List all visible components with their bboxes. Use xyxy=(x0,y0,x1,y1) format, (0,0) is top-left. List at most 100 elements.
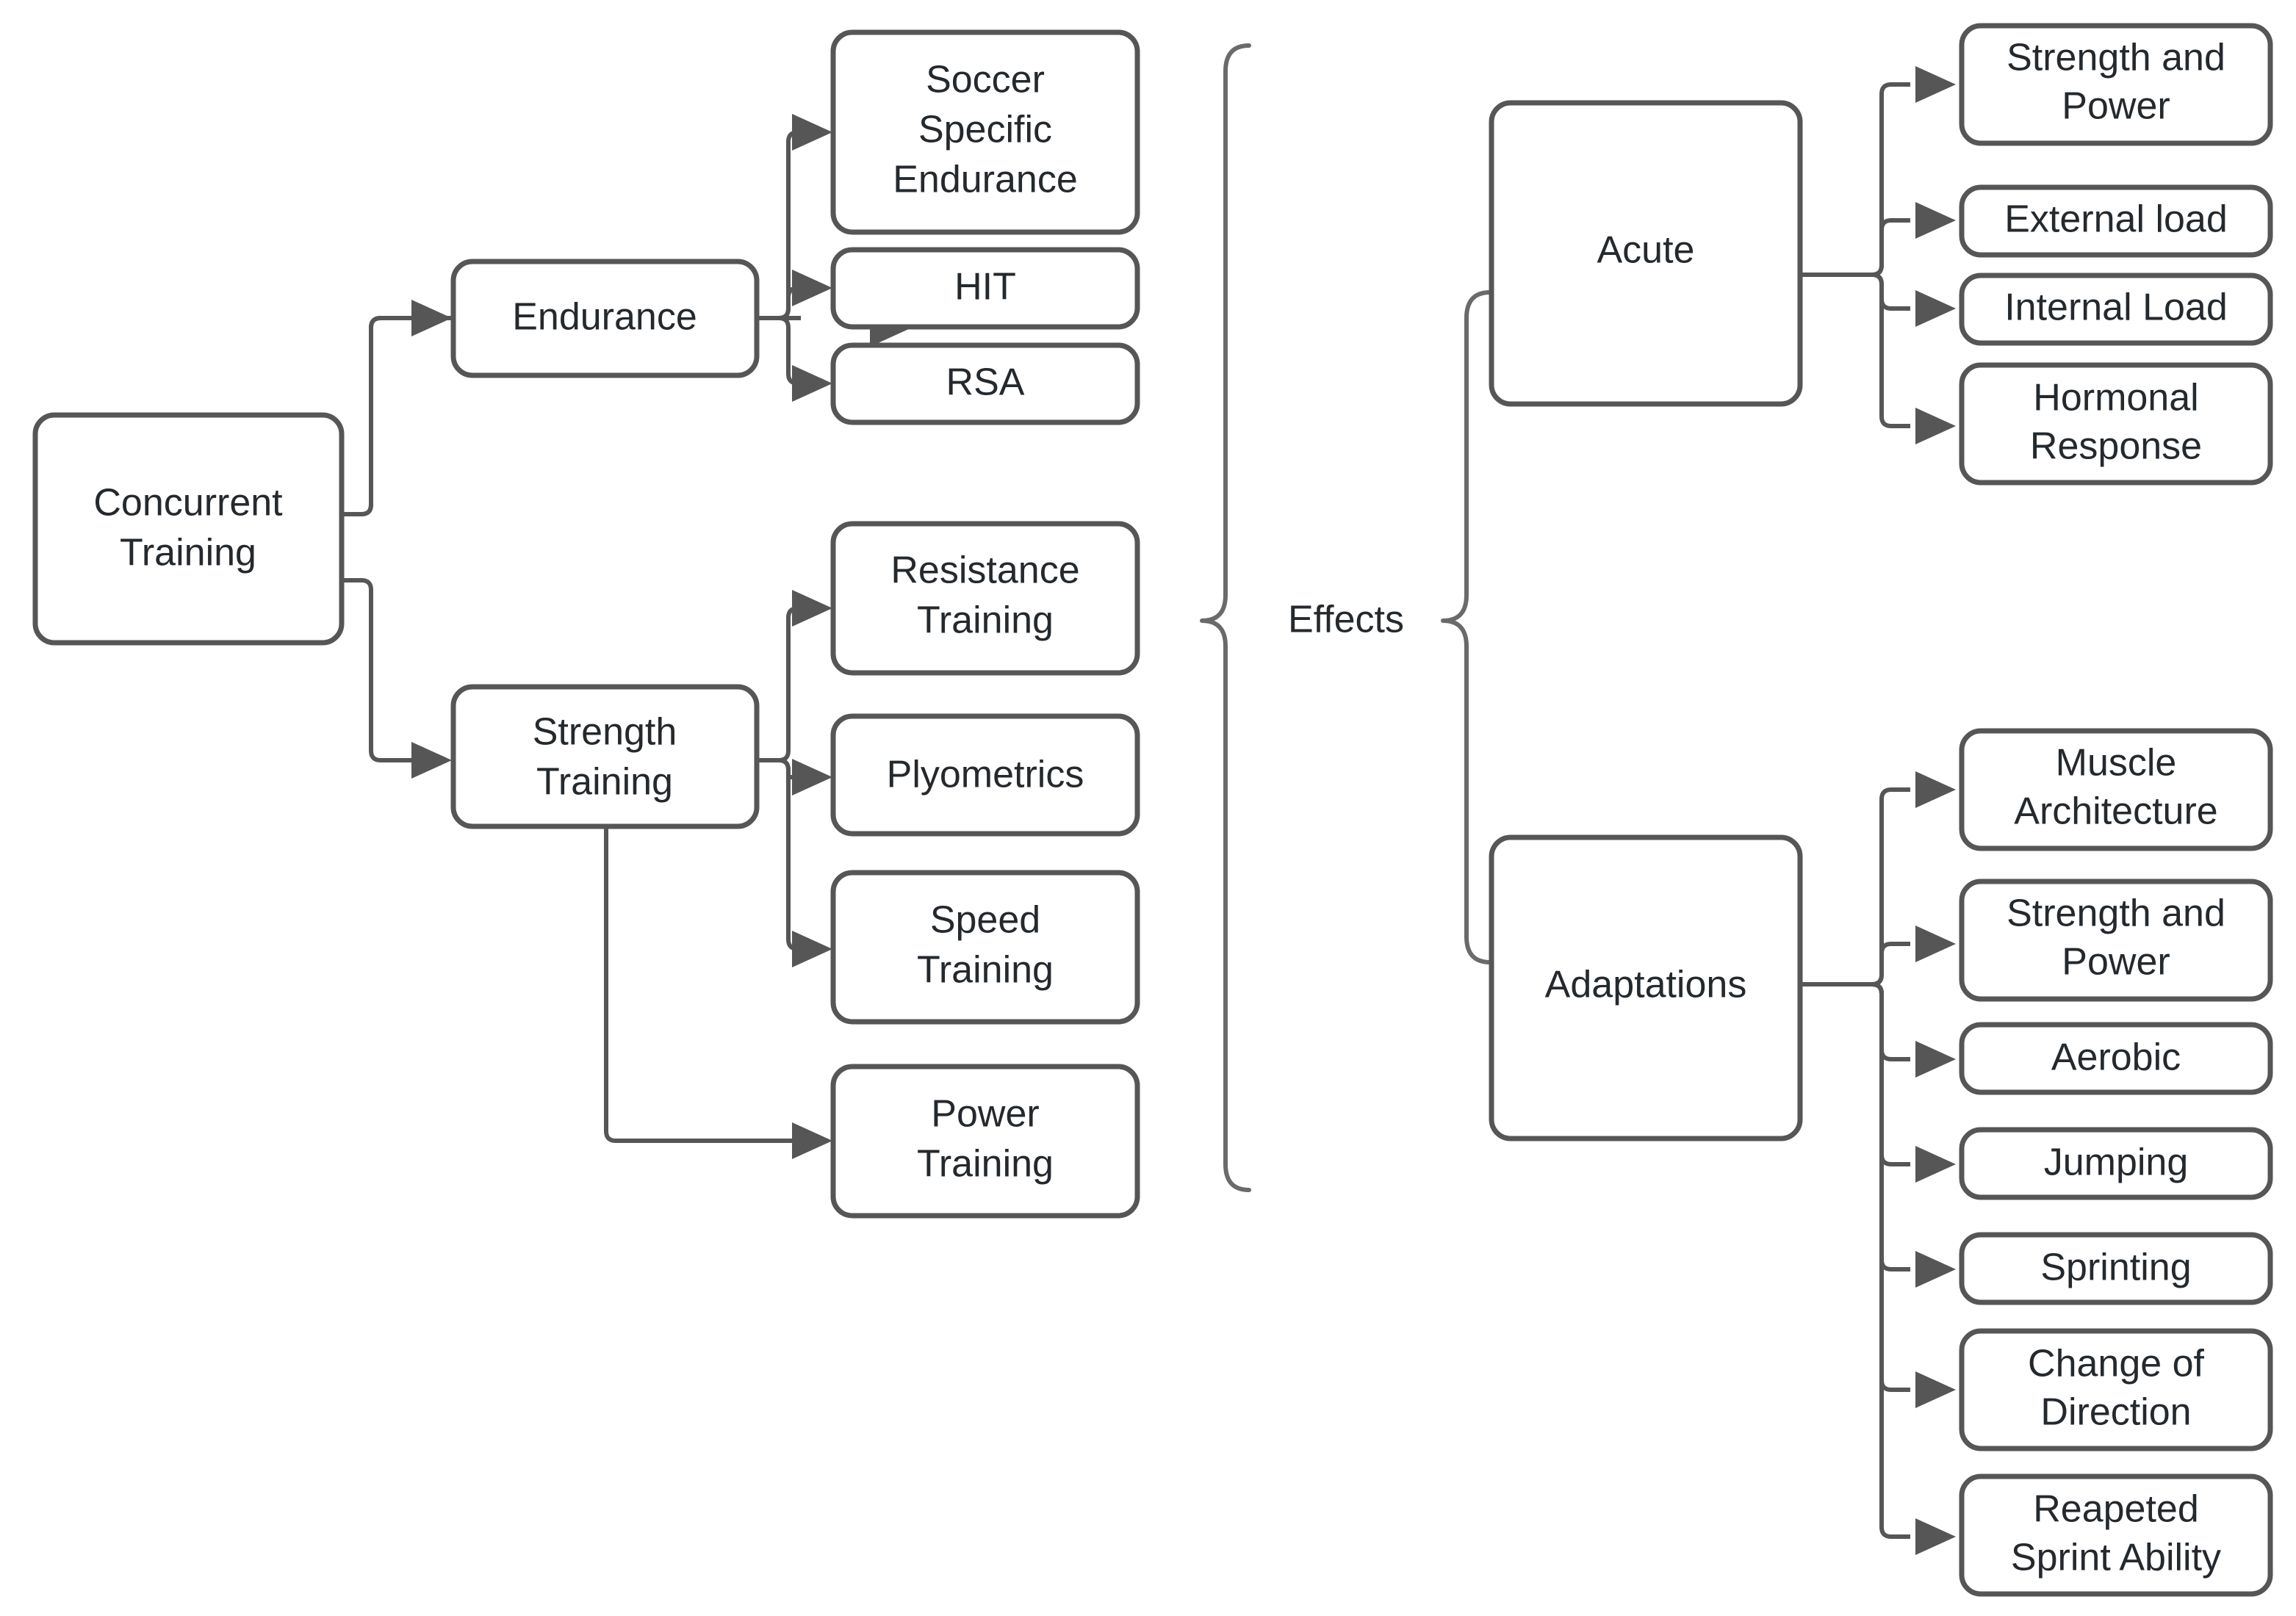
node-resistance-training-rect[interactable] xyxy=(830,521,1140,676)
node-jumping-label: Jumping xyxy=(2044,1141,2189,1184)
node-hormonal-response-rect[interactable] xyxy=(1959,362,2273,486)
node-hit[interactable]: HIT xyxy=(830,247,1140,330)
node-acute-strength-and-power-rect[interactable] xyxy=(1959,23,2273,146)
arrowhead-strength-to-plyometrics xyxy=(792,759,832,796)
arrowhead-adapt-to-aerobic xyxy=(1915,1041,1956,1078)
node-acute-rect[interactable] xyxy=(1489,100,1803,407)
node-repeated-sprint-ability-rect[interactable] xyxy=(1959,1473,2273,1597)
arrowhead-adapt-to-sprinting xyxy=(1915,1251,1956,1288)
node-hormonal-response-line1: Hormonal xyxy=(2033,377,2198,419)
node-power-training-rect[interactable] xyxy=(830,1064,1140,1219)
node-internal-load-rect[interactable] xyxy=(1959,273,2273,346)
node-external-load[interactable]: External load xyxy=(1959,184,2273,258)
node-strength-training-line2: Training xyxy=(536,761,673,804)
arrowhead-strength-to-resistance xyxy=(792,590,832,627)
arrowhead-strength-to-speed xyxy=(792,931,832,967)
node-muscle-architecture-rect[interactable] xyxy=(1959,728,2273,851)
node-endurance-rect[interactable] xyxy=(450,259,760,378)
arrowhead-endurance-to-hit xyxy=(792,270,832,306)
node-rsa-rect[interactable] xyxy=(830,342,1140,425)
node-speed-training-line1: Speed xyxy=(930,899,1040,942)
node-muscle-architecture-line2: Architecture xyxy=(2014,790,2217,833)
node-sprinting[interactable]: Sprinting xyxy=(1959,1232,2273,1305)
node-plyometrics-rect[interactable] xyxy=(830,713,1140,837)
node-rsa-label: RSA xyxy=(946,361,1025,404)
node-repeated-sprint-ability[interactable]: Reapeted Sprint Ability xyxy=(1959,1473,2273,1597)
node-adapt-strength-and-power[interactable]: Strength and Power xyxy=(1959,879,2273,1002)
node-power-training-line1: Power xyxy=(931,1093,1039,1136)
node-concurrent-training[interactable]: Concurrent Training xyxy=(32,412,345,646)
node-aerobic-label: Aerobic xyxy=(2051,1036,2181,1079)
node-speed-training-rect[interactable] xyxy=(830,870,1140,1025)
node-hit-rect[interactable] xyxy=(830,247,1140,330)
node-resistance-training-line1: Resistance xyxy=(890,549,1079,592)
node-sprinting-rect[interactable] xyxy=(1959,1232,2273,1305)
arrowhead-acute-to-external-load xyxy=(1915,202,1956,239)
node-internal-load-label: Internal Load xyxy=(2004,286,2228,329)
node-power-training[interactable]: Power Training xyxy=(830,1064,1140,1219)
node-change-of-direction-rect[interactable] xyxy=(1959,1328,2273,1451)
node-strength-training-line1: Strength xyxy=(533,711,677,754)
edge-strength-to-power xyxy=(604,826,801,1143)
node-sprinting-label: Sprinting xyxy=(2040,1247,2191,1289)
node-soccer-specific-endurance-line3: Endurance xyxy=(893,159,1078,201)
node-aerobic-rect[interactable] xyxy=(1959,1022,2273,1095)
arrowhead-adapt-to-jumping xyxy=(1915,1146,1956,1183)
node-internal-load[interactable]: Internal Load xyxy=(1959,273,2273,346)
edge-adapt-to-repeated-sprint-ability xyxy=(1871,982,1910,1539)
arrowhead-adapt-to-muscle-architecture xyxy=(1915,771,1956,808)
node-muscle-architecture[interactable]: Muscle Architecture xyxy=(1959,728,2273,851)
node-soccer-specific-endurance-line2: Specific xyxy=(918,109,1052,151)
node-change-of-direction-line1: Change of xyxy=(2028,1343,2205,1385)
node-endurance-label: Endurance xyxy=(512,296,697,339)
node-aerobic[interactable]: Aerobic xyxy=(1959,1022,2273,1095)
node-soccer-specific-endurance[interactable]: Soccer Specific Endurance xyxy=(830,29,1140,235)
node-adaptations-rect[interactable] xyxy=(1489,834,1803,1141)
right-brace xyxy=(1441,290,1492,964)
node-concurrent-training-rect[interactable] xyxy=(32,412,345,646)
effects-label: Effects xyxy=(1288,599,1404,641)
node-acute[interactable]: Acute xyxy=(1489,100,1803,407)
node-resistance-training[interactable]: Resistance Training xyxy=(830,521,1140,676)
arrowhead-endurance-to-rsa xyxy=(792,365,832,402)
node-change-of-direction-line2: Direction xyxy=(2040,1391,2191,1434)
node-strength-training[interactable]: Strength Training xyxy=(450,684,760,829)
arrowhead-root-to-endurance xyxy=(411,300,452,336)
node-jumping[interactable]: Jumping xyxy=(1959,1127,2273,1200)
node-soccer-specific-endurance-rect[interactable] xyxy=(830,29,1140,235)
node-adapt-strength-and-power-line2: Power xyxy=(2062,941,2170,984)
arrowhead-adapt-to-strength-power xyxy=(1915,926,1956,962)
node-external-load-rect[interactable] xyxy=(1959,184,2273,258)
node-rsa[interactable]: RSA xyxy=(830,342,1140,425)
node-plyometrics[interactable]: Plyometrics xyxy=(830,713,1140,837)
node-repeated-sprint-ability-line2: Sprint Ability xyxy=(2011,1537,2221,1579)
node-acute-strength-and-power[interactable]: Strength and Power xyxy=(1959,23,2273,146)
node-hormonal-response[interactable]: Hormonal Response xyxy=(1959,362,2273,486)
node-power-training-line2: Training xyxy=(917,1143,1054,1186)
node-endurance[interactable]: Endurance xyxy=(450,259,760,378)
arrowhead-adapt-to-repeated-sprint-ability xyxy=(1915,1518,1956,1555)
node-speed-training-line2: Training xyxy=(917,949,1054,992)
node-speed-training[interactable]: Speed Training xyxy=(830,870,1140,1025)
node-acute-strength-and-power-line2: Power xyxy=(2062,85,2170,128)
node-adapt-strength-and-power-rect[interactable] xyxy=(1959,879,2273,1002)
node-repeated-sprint-ability-line1: Reapeted xyxy=(2033,1488,2199,1531)
arrowhead-acute-to-hormonal-response xyxy=(1915,408,1956,444)
node-acute-strength-and-power-line1: Strength and xyxy=(2007,37,2225,79)
left-brace xyxy=(1200,43,1251,1192)
node-acute-label: Acute xyxy=(1597,229,1695,272)
node-resistance-training-line2: Training xyxy=(917,599,1054,642)
node-jumping-rect[interactable] xyxy=(1959,1127,2273,1200)
node-concurrent-training-label-line1: Concurrent xyxy=(93,482,283,524)
arrowhead-strength-to-power xyxy=(792,1122,832,1159)
node-muscle-architecture-line1: Muscle xyxy=(2056,742,2177,784)
arrowhead-adapt-to-change-of-direction xyxy=(1915,1371,1956,1408)
node-strength-training-rect[interactable] xyxy=(450,684,760,829)
arrowhead-acute-to-internal-load xyxy=(1915,290,1956,327)
node-external-load-label: External load xyxy=(2004,198,2228,241)
node-concurrent-training-label-line2: Training xyxy=(120,532,256,574)
node-change-of-direction[interactable]: Change of Direction xyxy=(1959,1328,2273,1451)
node-adaptations[interactable]: Adaptations xyxy=(1489,834,1803,1141)
node-hormonal-response-line2: Response xyxy=(2030,425,2202,468)
